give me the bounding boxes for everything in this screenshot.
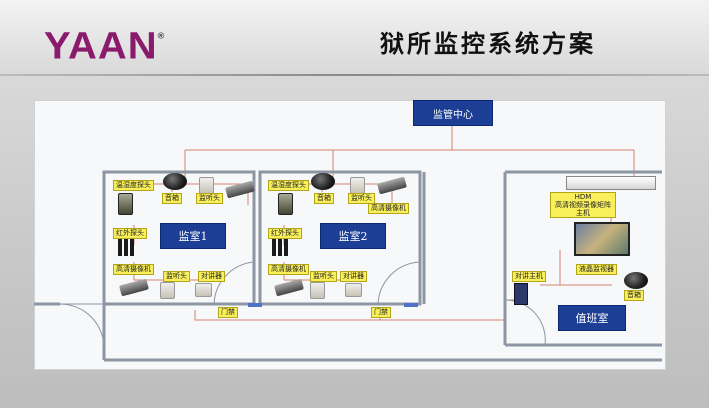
listening-device-icon	[310, 282, 325, 299]
cell2-listening-label: 监听头	[348, 193, 375, 204]
registered-mark: ®	[157, 30, 166, 41]
nvr-label-line2: 高清视频录像矩阵	[555, 201, 611, 209]
listening-device-icon	[350, 177, 365, 194]
temp-humidity-sensor-icon	[278, 193, 293, 215]
cell-1-label: 监室1	[160, 223, 226, 249]
duty-room-label: 值班室	[558, 305, 626, 331]
cell1-door-label: 门禁	[218, 307, 238, 318]
cell2-hd-camera-label: 高清摄像机	[268, 264, 309, 275]
speaker-dome-icon	[311, 173, 335, 190]
page-title: 狱所监控系统方案	[380, 30, 596, 58]
intercom-host-label: 对讲主机	[512, 271, 546, 282]
door-lock-2	[404, 303, 418, 307]
walls	[34, 170, 662, 362]
cell2-speaker-label: 音箱	[314, 193, 334, 204]
control-center: 监管中心	[413, 100, 493, 126]
infrared-sensor-icon	[118, 239, 136, 260]
speaker-dome-icon	[624, 272, 648, 289]
cell2-listening2-label: 监听头	[310, 271, 337, 282]
cell1-intercom-label: 对讲器	[198, 271, 225, 282]
cell2-infrared-label: 红外探头	[268, 228, 302, 239]
intercom-icon	[345, 283, 362, 297]
intercom-host-icon	[514, 283, 528, 305]
cell1-listening2-label: 监听头	[163, 271, 190, 282]
cell-2-label: 监室2	[320, 223, 386, 249]
cell1-hd-camera-label: 高清摄像机	[113, 264, 154, 275]
lcd-monitor-label: 液晶监视器	[576, 264, 617, 275]
yaan-logo: YAAN®	[44, 25, 165, 68]
nvr-label-line1: HDM	[574, 193, 592, 201]
cell2-door-label: 门禁	[371, 307, 391, 318]
nvr-label-line3: 主机	[576, 209, 590, 217]
header-divider	[0, 74, 709, 76]
cell1-speaker-label: 音箱	[162, 193, 182, 204]
duty-speaker-label: 音箱	[624, 290, 644, 301]
cell1-temp-humidity-label: 温湿度探头	[113, 180, 154, 191]
door-lock-1	[248, 303, 262, 307]
listening-device-icon	[160, 282, 175, 299]
cell1-infrared-label: 红外探头	[113, 228, 147, 239]
speaker-dome-icon	[163, 173, 187, 190]
intercom-icon	[195, 283, 212, 297]
cell2-temp-humidity-label: 温湿度探头	[268, 180, 309, 191]
door-swings	[59, 261, 546, 349]
cell2-hd-camera-top-label: 高清摄像机	[368, 203, 409, 214]
temp-humidity-sensor-icon	[118, 193, 133, 215]
cell2-intercom-label: 对讲器	[340, 271, 367, 282]
infrared-sensor-icon	[272, 239, 290, 260]
listening-device-icon	[199, 177, 214, 194]
cell1-listening-label: 监听头	[196, 193, 223, 204]
lcd-monitor-icon	[574, 222, 630, 256]
logo-text: YAAN	[44, 25, 158, 67]
nvr-matrix-icon	[566, 176, 656, 190]
